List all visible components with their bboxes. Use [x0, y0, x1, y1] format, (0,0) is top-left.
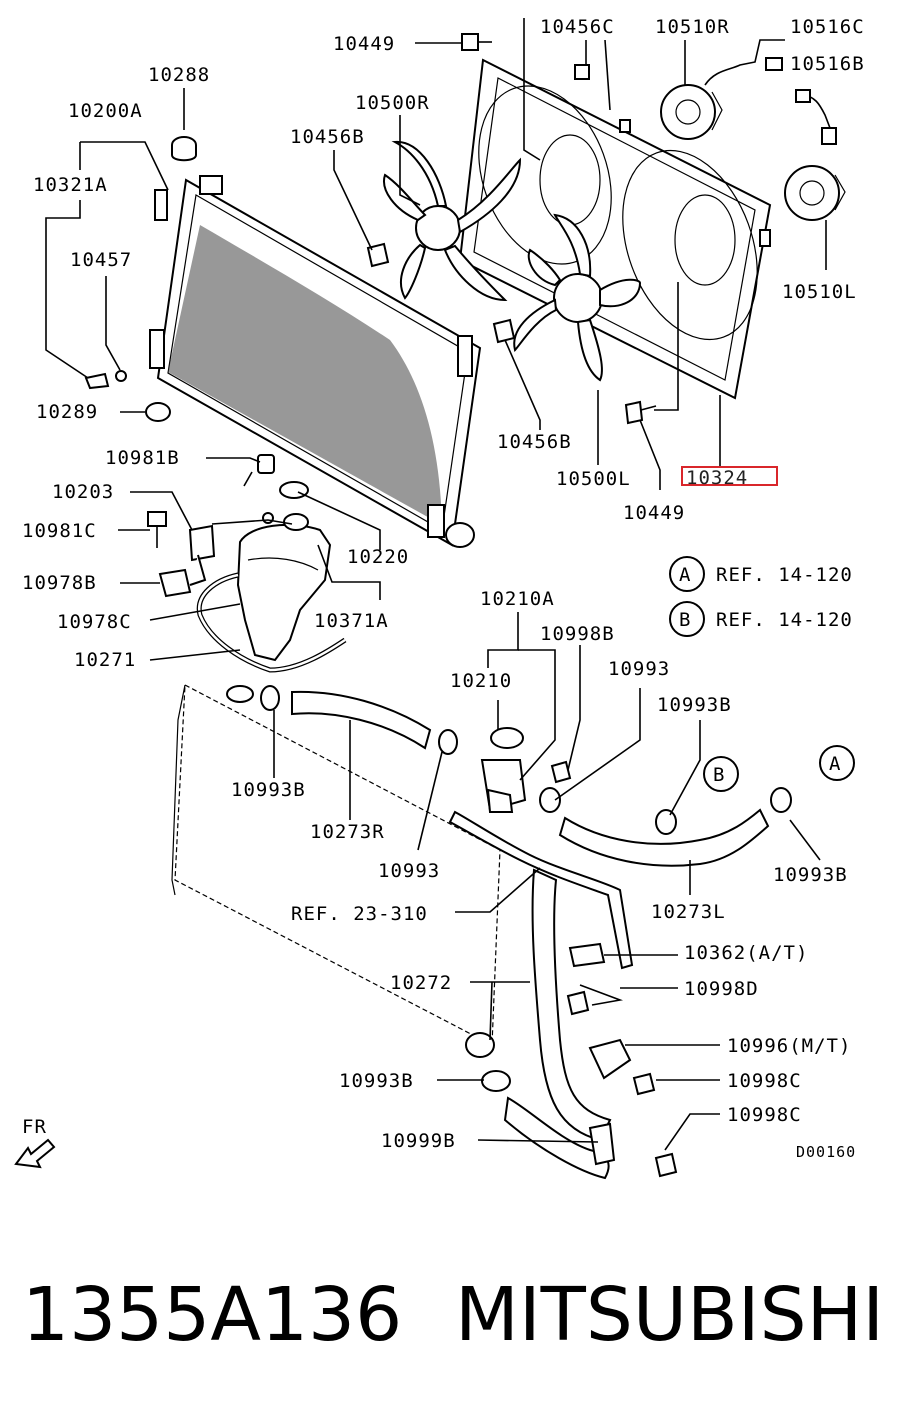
label-10273l: 10273L	[651, 901, 726, 923]
label-10978b: 10978B	[22, 572, 97, 594]
callout-circle-b: B	[703, 756, 739, 792]
label-10500r: 10500R	[355, 92, 430, 114]
grommet-10289	[145, 402, 171, 422]
label-10981c: 10981C	[22, 520, 97, 542]
footer: 1355A136 MITSUBISHI	[22, 1272, 884, 1358]
label-10371a: 10371A	[314, 610, 389, 632]
callout-circle-a: A	[819, 745, 855, 781]
brand-name: MITSUBISHI	[455, 1272, 884, 1358]
part-labels: 10449 10456C 10510R 10516C 10516B 10288 …	[22, 16, 865, 1161]
clamp-10993b-b	[655, 809, 677, 835]
sensor-10981b	[243, 454, 275, 487]
label-10996: 10996(M/T)	[727, 1035, 851, 1057]
label-10321a: 10321A	[33, 174, 108, 196]
clamp-10993b-d	[481, 1070, 511, 1092]
clip-10456b-top	[366, 242, 390, 268]
bolt-10998c-a	[632, 1072, 656, 1096]
radiator-outline-lower	[171, 684, 501, 1058]
label-10993-top: 10993	[608, 658, 670, 680]
reference-legend: A REF. 14-120 B REF. 14-120	[669, 556, 853, 637]
bolt-10998d	[566, 990, 590, 1016]
label-10289: 10289	[36, 401, 98, 423]
label-10456b-top: 10456B	[290, 126, 365, 148]
highlight-box	[681, 466, 778, 486]
label-10362: 10362(A/T)	[684, 942, 808, 964]
ref-letter-b: B	[679, 609, 691, 631]
bolt-10998c-b	[654, 1152, 678, 1178]
clamp-10993-a	[438, 729, 458, 755]
label-10203: 10203	[52, 481, 114, 503]
fan-motor-right	[660, 84, 723, 140]
label-10271: 10271	[74, 649, 136, 671]
label-10993b-far: 10993B	[773, 864, 848, 886]
callout-a-letter: A	[829, 753, 841, 775]
label-10981b: 10981B	[105, 447, 180, 469]
label-10993b-lower: 10993B	[339, 1070, 414, 1092]
fr-label: FR	[22, 1116, 47, 1138]
label-10273r: 10273R	[310, 821, 385, 843]
upper-hose-10273r	[291, 690, 432, 750]
label-10978c: 10978C	[57, 611, 132, 633]
label-10210: 10210	[450, 670, 512, 692]
label-10998b: 10998B	[540, 623, 615, 645]
label-10324: 10324	[686, 467, 748, 489]
bolt-10449-bottom	[624, 400, 657, 425]
label-10200a: 10200A	[68, 100, 143, 122]
bracket-10996	[588, 1038, 632, 1080]
label-10516b: 10516B	[790, 53, 865, 75]
label-10500l: 10500L	[556, 468, 631, 490]
label-10993b-left: 10993B	[231, 779, 306, 801]
label-10510l: 10510L	[782, 281, 857, 303]
label-diagram-code: D00160	[796, 1143, 856, 1161]
label-10272: 10272	[390, 972, 452, 994]
connector-10978b	[158, 568, 192, 598]
lower-hose-10273l	[558, 808, 770, 867]
callout-b-letter: B	[713, 764, 725, 786]
label-10457: 10457	[70, 249, 132, 271]
label-10449-top: 10449	[333, 33, 395, 55]
label-10998d: 10998D	[684, 978, 759, 1000]
label-10449-bottom: 10449	[623, 502, 685, 524]
label-10210a: 10210A	[480, 588, 555, 610]
ref-text-a: REF. 14-120	[716, 564, 853, 586]
front-direction-arrow: FR	[14, 1116, 56, 1169]
label-10993b-right: 10993B	[657, 694, 732, 716]
ref-text-b: REF. 14-120	[716, 609, 853, 631]
clamp-10993-b	[539, 787, 561, 813]
label-ref-23-310: REF. 23-310	[291, 903, 428, 925]
fan-motor-left	[784, 165, 846, 221]
bracket-10203	[188, 524, 216, 586]
reservoir-tank	[236, 481, 332, 662]
leader-lines	[45, 18, 827, 1151]
bolt-10981c	[147, 511, 167, 548]
radiator	[149, 136, 482, 548]
ref-letter-a: A	[679, 564, 691, 586]
hose-10999b	[503, 1096, 616, 1180]
label-10220: 10220	[347, 546, 409, 568]
label-10993-bottom: 10993	[378, 860, 440, 882]
label-10516c: 10516C	[790, 16, 865, 38]
label-10999b: 10999B	[381, 1130, 456, 1152]
bolt-10998b	[550, 760, 572, 784]
bolt-10449-top	[461, 33, 492, 51]
part-number: 1355A136	[22, 1272, 402, 1358]
bolt-10321a	[84, 370, 127, 390]
radiator-cap-10210	[480, 727, 527, 813]
clamp-10362	[568, 942, 606, 968]
wiring-harness	[704, 39, 837, 145]
label-10456c: 10456C	[540, 16, 615, 38]
clamp-10993b-a	[260, 685, 280, 711]
fan-shroud	[458, 58, 772, 400]
label-10288: 10288	[148, 64, 210, 86]
clamp-10993b-c	[770, 787, 792, 813]
label-10998c-b: 10998C	[727, 1104, 802, 1126]
fan-blade-left	[513, 213, 642, 382]
label-10998c-a: 10998C	[727, 1070, 802, 1092]
hose-10272	[448, 810, 634, 1142]
label-10456b-bottom: 10456B	[497, 431, 572, 453]
label-10510r: 10510R	[655, 16, 730, 38]
clip-10456b-bottom	[492, 318, 516, 344]
